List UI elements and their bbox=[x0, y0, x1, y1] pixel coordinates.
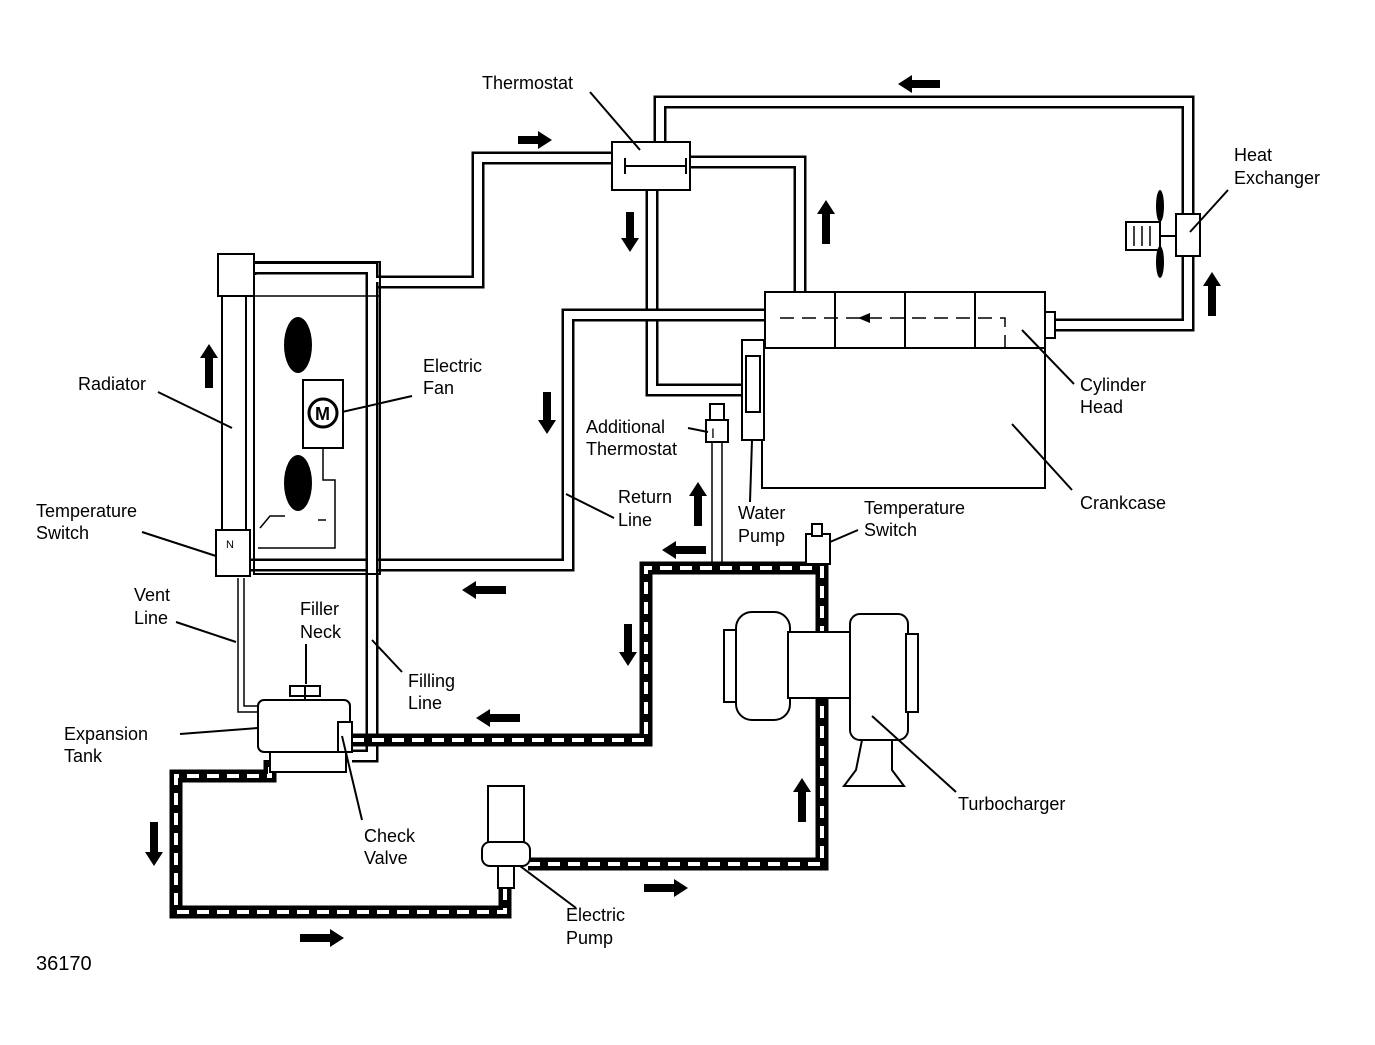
labels: Thermostat Heat Exchanger Radiator Elect… bbox=[36, 73, 1320, 975]
label-return-line-1: Return bbox=[618, 487, 672, 507]
temperature-switch-right bbox=[805, 523, 831, 565]
label-expansion-tank-1: Expansion bbox=[64, 724, 148, 744]
label-filling-line-2: Line bbox=[408, 693, 442, 713]
label-cylinder-head-1: Cylinder bbox=[1080, 375, 1146, 395]
svg-text:I: I bbox=[711, 425, 715, 441]
additional-thermostat: I bbox=[705, 403, 729, 443]
label-heat-exchanger-2: Exchanger bbox=[1234, 168, 1320, 188]
flow-arrows bbox=[145, 75, 1221, 947]
label-crankcase: Crankcase bbox=[1080, 493, 1166, 513]
svg-text:N: N bbox=[226, 539, 234, 551]
engine-block bbox=[741, 291, 1056, 489]
label-electric-pump-1: Electric bbox=[566, 905, 625, 925]
label-temperature-switch-right-1: Temperature bbox=[864, 498, 965, 518]
electric-pump bbox=[481, 785, 531, 889]
expansion-tank bbox=[257, 685, 353, 773]
label-radiator: Radiator bbox=[78, 374, 146, 394]
fan-motor bbox=[307, 397, 339, 429]
label-check-valve-1: Check bbox=[364, 826, 416, 846]
label-filling-line-1: Filling bbox=[408, 671, 455, 691]
label-vent-line-1: Vent bbox=[134, 585, 170, 605]
label-temperature-switch-left-2: Switch bbox=[36, 523, 89, 543]
label-return-line-2: Line bbox=[618, 510, 652, 530]
coolant-pipes bbox=[237, 95, 1195, 763]
label-additional-thermostat-2: Thermostat bbox=[586, 439, 677, 459]
label-electric-pump-2: Pump bbox=[566, 928, 613, 948]
heat-exchanger bbox=[1125, 190, 1201, 278]
label-electric-fan-2: Fan bbox=[423, 378, 454, 398]
fan-blade-bottom bbox=[284, 455, 312, 511]
label-vent-line-2: Line bbox=[134, 608, 168, 628]
auxiliary-circuit bbox=[169, 561, 829, 919]
motor-symbol: M bbox=[315, 404, 330, 424]
label-filler-neck-1: Filler bbox=[300, 599, 339, 619]
label-temperature-switch-right-2: Switch bbox=[864, 520, 917, 540]
label-filler-neck-2: Neck bbox=[300, 622, 342, 642]
label-additional-thermostat-1: Additional bbox=[586, 417, 665, 437]
label-temperature-switch-left-1: Temperature bbox=[36, 501, 137, 521]
label-heat-exchanger-1: Heat bbox=[1234, 145, 1272, 165]
label-electric-fan-1: Electric bbox=[423, 356, 482, 376]
label-expansion-tank-2: Tank bbox=[64, 746, 103, 766]
label-water-pump-2: Pump bbox=[738, 526, 785, 546]
turbocharger bbox=[723, 611, 919, 787]
label-thermostat: Thermostat bbox=[482, 73, 573, 93]
radiator: N M bbox=[215, 253, 381, 577]
thermostat bbox=[611, 141, 691, 191]
label-cylinder-head-2: Head bbox=[1080, 397, 1123, 417]
fan-blade-top bbox=[284, 317, 312, 373]
label-turbocharger: Turbocharger bbox=[958, 794, 1065, 814]
label-check-valve-2: Valve bbox=[364, 848, 408, 868]
label-water-pump-1: Water bbox=[738, 503, 785, 523]
figure-number: 36170 bbox=[36, 953, 92, 975]
leader-lines bbox=[141, 91, 1229, 909]
